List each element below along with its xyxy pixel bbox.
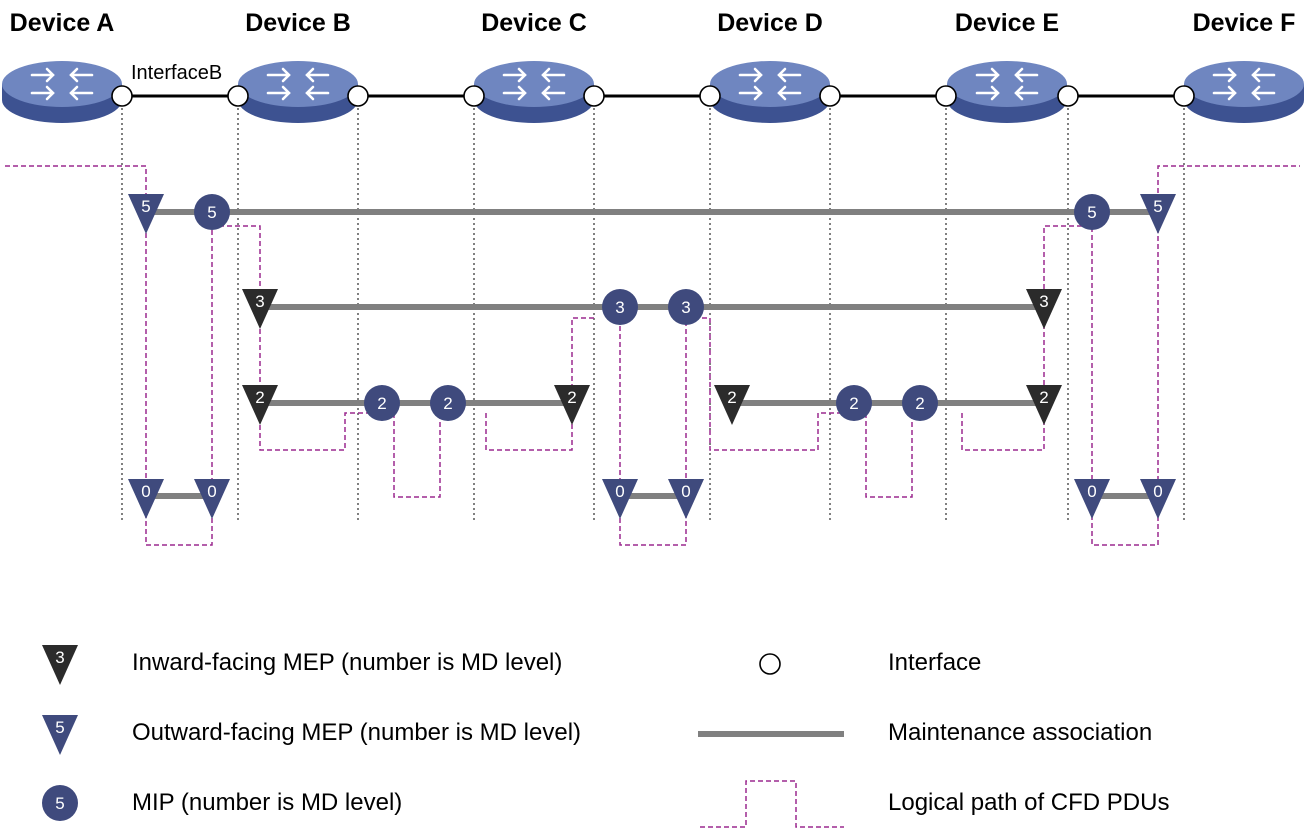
device-a-title: Device A (10, 9, 115, 37)
interface-circle (583, 85, 605, 107)
svg-text:2: 2 (849, 394, 858, 413)
maintenance-associations (146, 209, 1158, 499)
outward-mep-marker: 0 (1140, 479, 1176, 519)
legend-outward-mep: 5 Outward-facing MEP (number is MD level… (42, 715, 581, 755)
interface-circle (935, 85, 957, 107)
legend-inward-mep-label: Inward-facing MEP (number is MD level) (132, 649, 562, 676)
cfd-pdu-paths (5, 165, 1300, 546)
svg-text:5: 5 (1153, 197, 1162, 216)
interface-circle (1173, 85, 1195, 107)
mip-marker: 2 (364, 385, 400, 421)
outward-mep-marker: 0 (194, 479, 230, 519)
mip-marker: 3 (602, 289, 638, 325)
mip-marker: 2 (902, 385, 938, 421)
pdu-path-icon (700, 780, 844, 828)
inward-mep-marker: 2 (242, 385, 278, 425)
device-c-title: Device C (481, 9, 587, 37)
svg-text:0: 0 (615, 482, 624, 501)
svg-text:5: 5 (141, 197, 150, 216)
svg-text:0: 0 (1153, 482, 1162, 501)
svg-text:2: 2 (727, 388, 736, 407)
svg-text:0: 0 (1087, 482, 1096, 501)
legend-mip-label: MIP (number is MD level) (132, 789, 402, 816)
device-a-router-icon (0, 59, 124, 125)
svg-text:5: 5 (207, 203, 216, 222)
svg-text:0: 0 (207, 482, 216, 501)
outward-meps: 5 5 0 0 0 0 0 0 (128, 194, 1176, 519)
device-f-title: Device F (1193, 9, 1296, 37)
mip-marker: 3 (668, 289, 704, 325)
svg-text:5: 5 (55, 718, 64, 737)
outward-mep-marker: 0 (1074, 479, 1110, 519)
legend-pdu-path-label: Logical path of CFD PDUs (888, 789, 1169, 816)
interface-guides (121, 108, 1185, 520)
device-c-router-icon (472, 59, 596, 125)
legend-mip: 5 MIP (number is MD level) (42, 785, 402, 821)
device-e-router-icon (945, 59, 1069, 125)
svg-text:0: 0 (681, 482, 690, 501)
device-d-router-icon (708, 59, 832, 125)
interface-circle (111, 85, 133, 107)
legend-pdu-path: Logical path of CFD PDUs (700, 780, 1169, 828)
device-e-title: Device E (955, 9, 1059, 37)
outward-mep-marker: 0 (668, 479, 704, 519)
legend-inward-mep: 3 Inward-facing MEP (number is MD level) (42, 645, 562, 685)
device-b-title: Device B (245, 9, 351, 37)
legend-interface-label: Interface (888, 649, 981, 676)
interface-circle (463, 85, 485, 107)
outward-mep-marker: 0 (128, 479, 164, 519)
svg-text:2: 2 (377, 394, 386, 413)
svg-text:3: 3 (681, 298, 690, 317)
svg-text:2: 2 (915, 394, 924, 413)
svg-text:5: 5 (1087, 203, 1096, 222)
svg-text:3: 3 (255, 292, 264, 311)
interface-b-label: InterfaceB (131, 62, 222, 84)
svg-text:3: 3 (1039, 292, 1048, 311)
svg-text:2: 2 (567, 388, 576, 407)
interface-icon (759, 653, 781, 675)
inward-mep-marker: 2 (1026, 385, 1062, 425)
device-titles: Device A Device B Device C Device D Devi… (10, 9, 1296, 37)
outward-mep-marker: 5 (128, 194, 164, 234)
device-f-router-icon (1182, 59, 1306, 125)
legend-ma: Maintenance association (698, 719, 1152, 746)
interface-circle (819, 85, 841, 107)
svg-text:3: 3 (55, 648, 64, 667)
inward-mep-marker: 2 (554, 385, 590, 425)
inward-mep-icon (42, 645, 78, 685)
device-b-router-icon (236, 59, 360, 125)
interface-circle (227, 85, 249, 107)
inward-mep-marker: 3 (1026, 289, 1062, 329)
mip-icon (42, 785, 78, 821)
inward-mep-marker: 3 (242, 289, 278, 329)
svg-text:2: 2 (1039, 388, 1048, 407)
outward-mep-marker: 0 (602, 479, 638, 519)
device-d-title: Device D (717, 9, 823, 37)
mips: 5 5 3 3 2 2 2 2 (194, 194, 1110, 421)
mip-marker: 2 (836, 385, 872, 421)
interface-circle (1057, 85, 1079, 107)
inward-meps: 3 3 2 2 2 2 (242, 289, 1062, 425)
legend-interface: Interface (759, 649, 981, 676)
mip-marker: 2 (430, 385, 466, 421)
interfaces (111, 85, 1195, 107)
mip-marker: 5 (194, 194, 230, 230)
interface-circle (347, 85, 369, 107)
svg-text:2: 2 (255, 388, 264, 407)
inward-mep-marker: 2 (714, 385, 750, 425)
outward-mep-icon (42, 715, 78, 755)
svg-text:3: 3 (615, 298, 624, 317)
svg-text:0: 0 (141, 482, 150, 501)
outward-mep-marker: 5 (1140, 194, 1176, 234)
svg-text:2: 2 (443, 394, 452, 413)
interface-circle (699, 85, 721, 107)
legend-ma-label: Maintenance association (888, 719, 1152, 746)
svg-text:5: 5 (55, 794, 64, 813)
legend: 3 Inward-facing MEP (number is MD level)… (42, 645, 1169, 828)
legend-outward-mep-label: Outward-facing MEP (number is MD level) (132, 719, 581, 746)
mip-marker: 5 (1074, 194, 1110, 230)
